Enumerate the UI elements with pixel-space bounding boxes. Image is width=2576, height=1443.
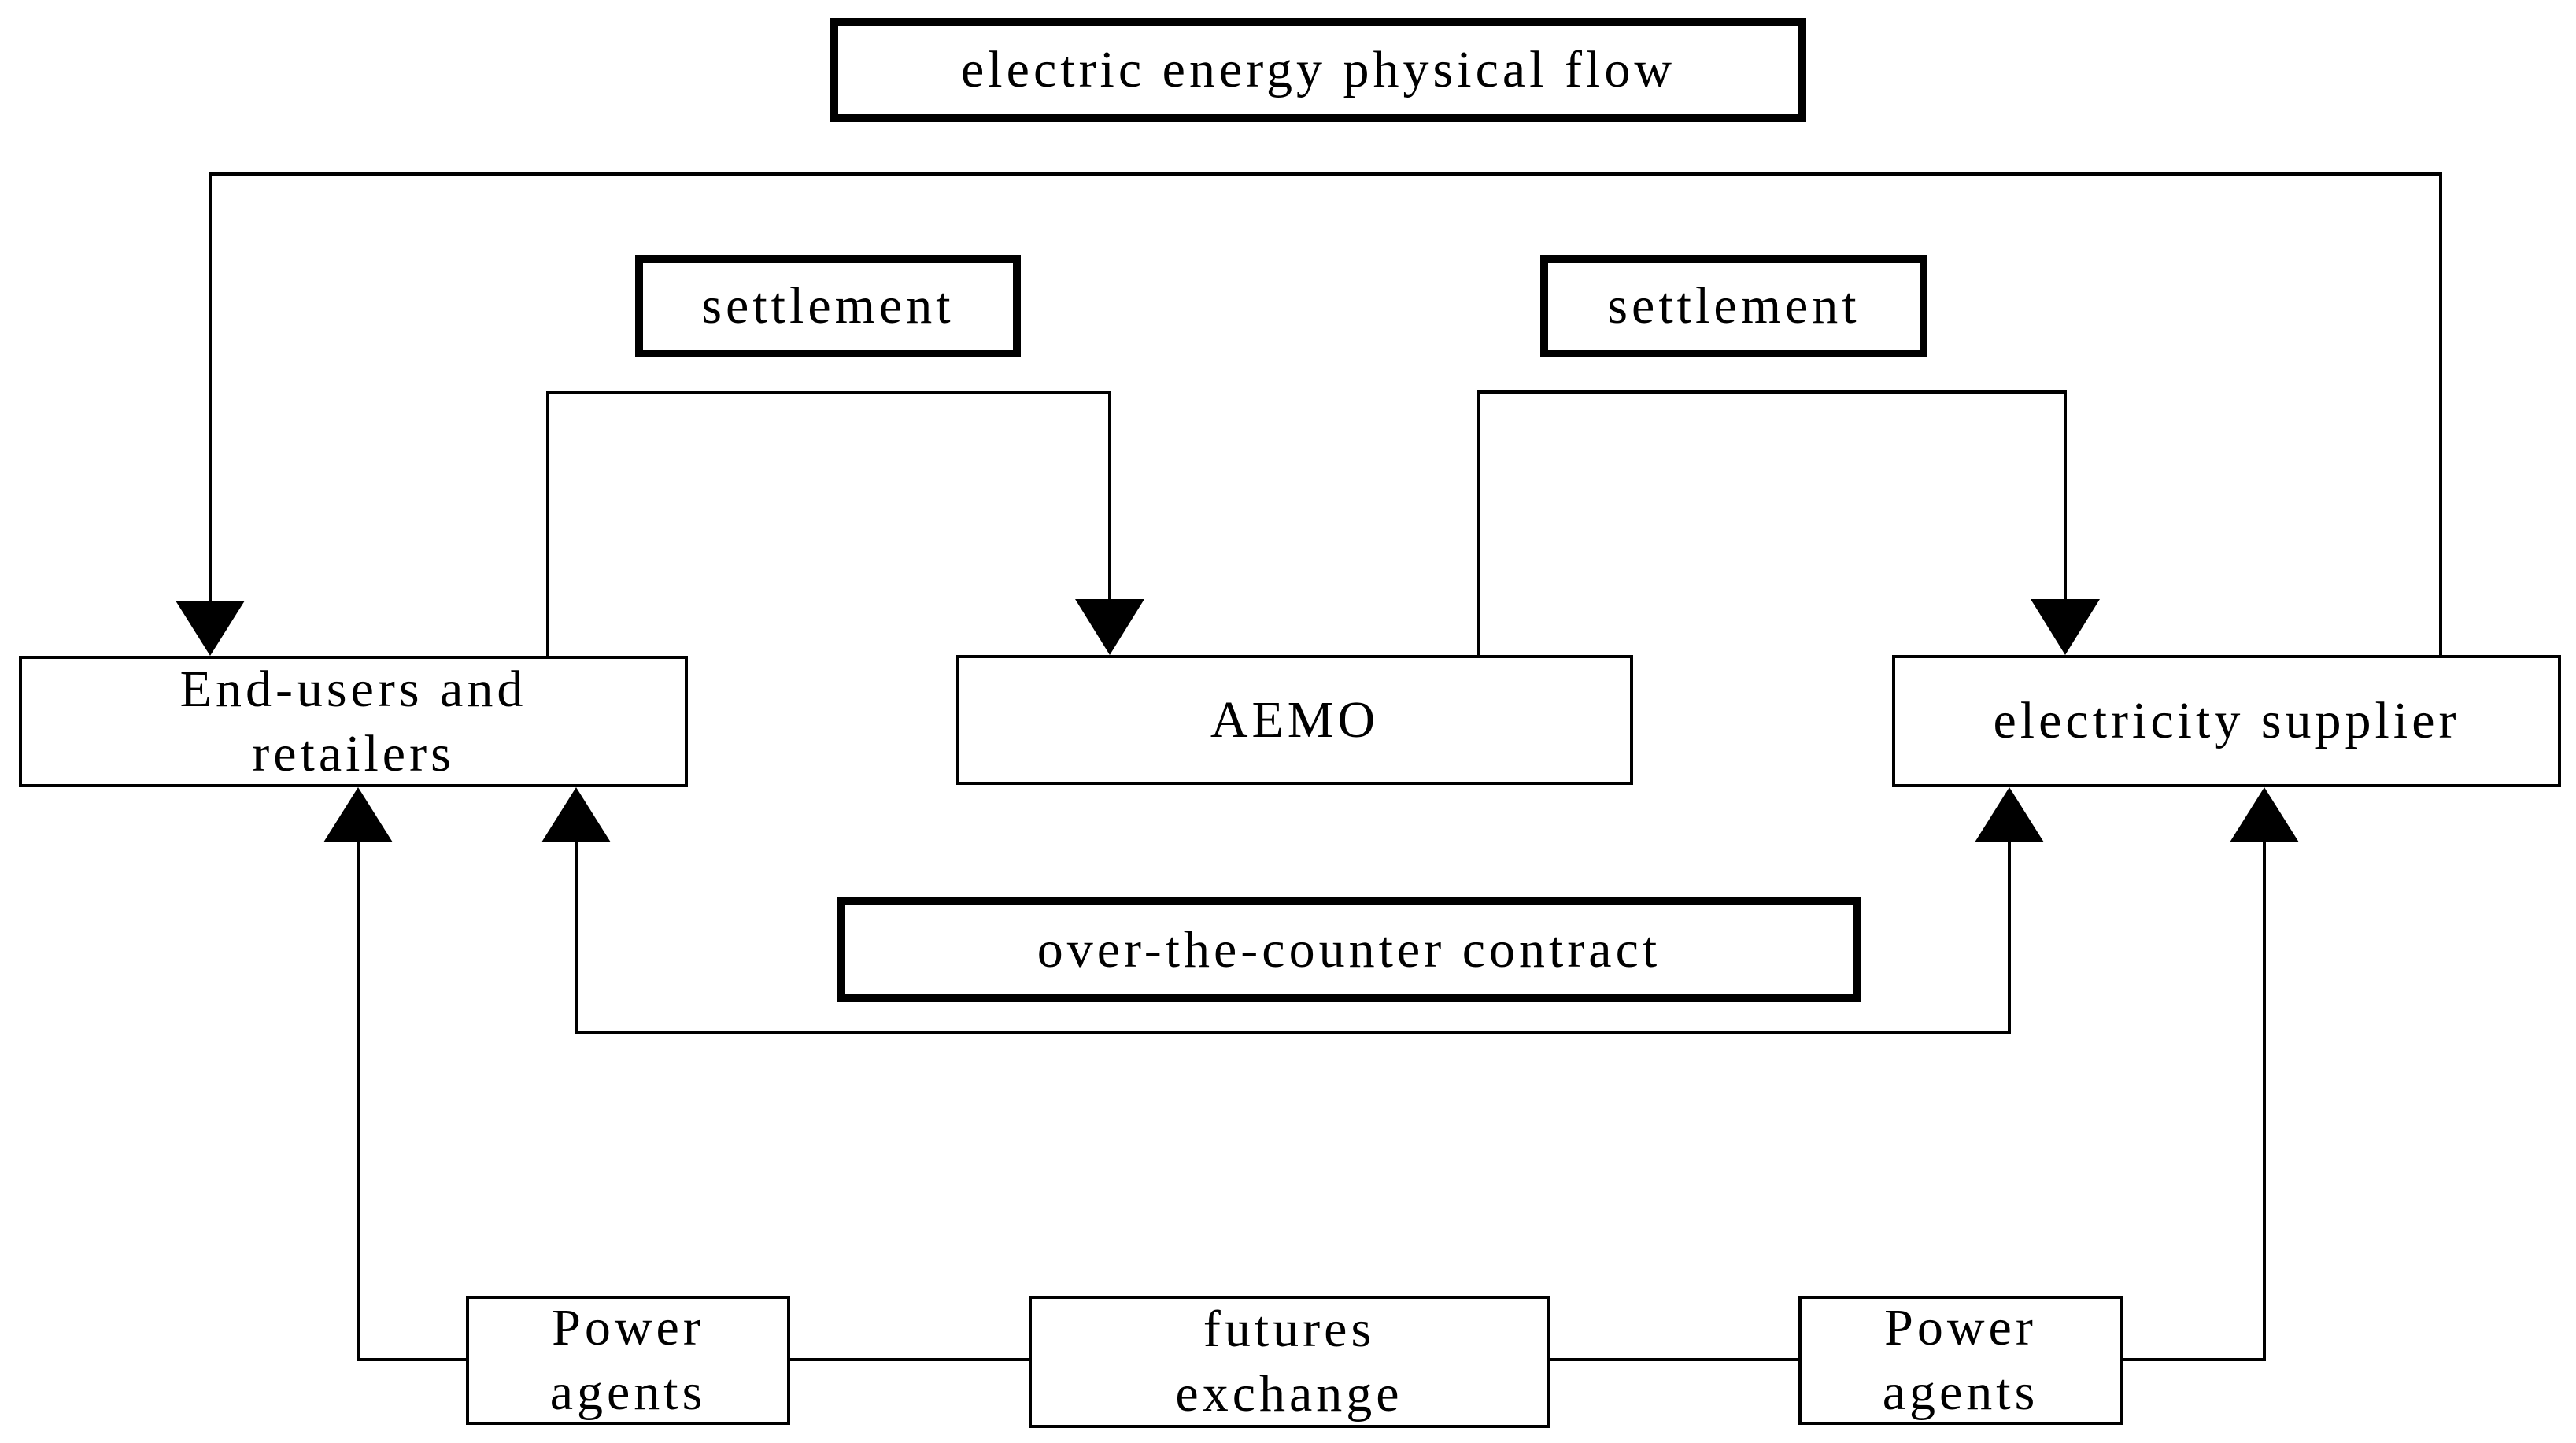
entity-text: AEMO — [1210, 690, 1380, 749]
label-text: over-the-counter contract — [1037, 920, 1661, 979]
edge-settlement-right-arrowhead — [2031, 599, 2100, 655]
entity-text-line2: agents — [1882, 1363, 2039, 1421]
label-text: settlement — [1607, 277, 1861, 335]
entity-box-electricity-supplier: electricity supplier — [1892, 655, 2561, 787]
label-text: settlement — [701, 277, 955, 335]
entity-text-line1: Power — [1884, 1299, 2037, 1356]
edge-settlement-left-line — [546, 391, 1111, 656]
edge-agents-left-riser-line — [357, 842, 466, 1361]
label-box-over-the-counter-contract: over-the-counter contract — [837, 897, 1861, 1002]
label-box-settlement-right: settlement — [1540, 255, 1927, 357]
label-box-electric-energy-physical-flow: electric energy physical flow — [830, 18, 1806, 122]
edge-physical-flow-line — [209, 172, 2442, 655]
edge-otc-arrowhead-right — [1975, 787, 2044, 842]
entity-box-futures-exchange: futures exchange — [1029, 1296, 1550, 1428]
entity-text-line1: futures — [1203, 1301, 1376, 1358]
label-box-settlement-left: settlement — [635, 255, 1021, 357]
entity-text-line2: agents — [549, 1363, 707, 1421]
entity-text-line1: Power — [552, 1299, 704, 1356]
edge-settlement-right-line — [1477, 390, 2067, 655]
entity-text: electricity supplier — [1993, 692, 2460, 749]
entity-text-line2: exchange — [1175, 1365, 1403, 1423]
edge-otc-line — [575, 842, 2011, 1034]
edge-agents-right-riser-line — [2123, 842, 2266, 1361]
edge-settlement-left-arrowhead — [1075, 599, 1144, 655]
label-text: electric energy physical flow — [961, 41, 1676, 98]
edge-physical-flow-arrowhead — [176, 601, 245, 656]
entity-box-aemo: AEMO — [956, 655, 1633, 785]
entity-text-line2: retailers — [252, 724, 455, 783]
entity-text-line1: End-users and — [179, 660, 527, 718]
edge-otc-arrowhead-left — [541, 787, 611, 842]
edge-agents-right-riser-arrowhead — [2230, 787, 2299, 842]
entity-box-power-agents-left: Power agents — [466, 1296, 790, 1425]
edge-agents-left-riser-arrowhead — [323, 787, 393, 842]
entity-box-end-users-and-retailers: End-users and retailers — [19, 656, 688, 787]
entity-box-power-agents-right: Power agents — [1798, 1296, 2123, 1425]
